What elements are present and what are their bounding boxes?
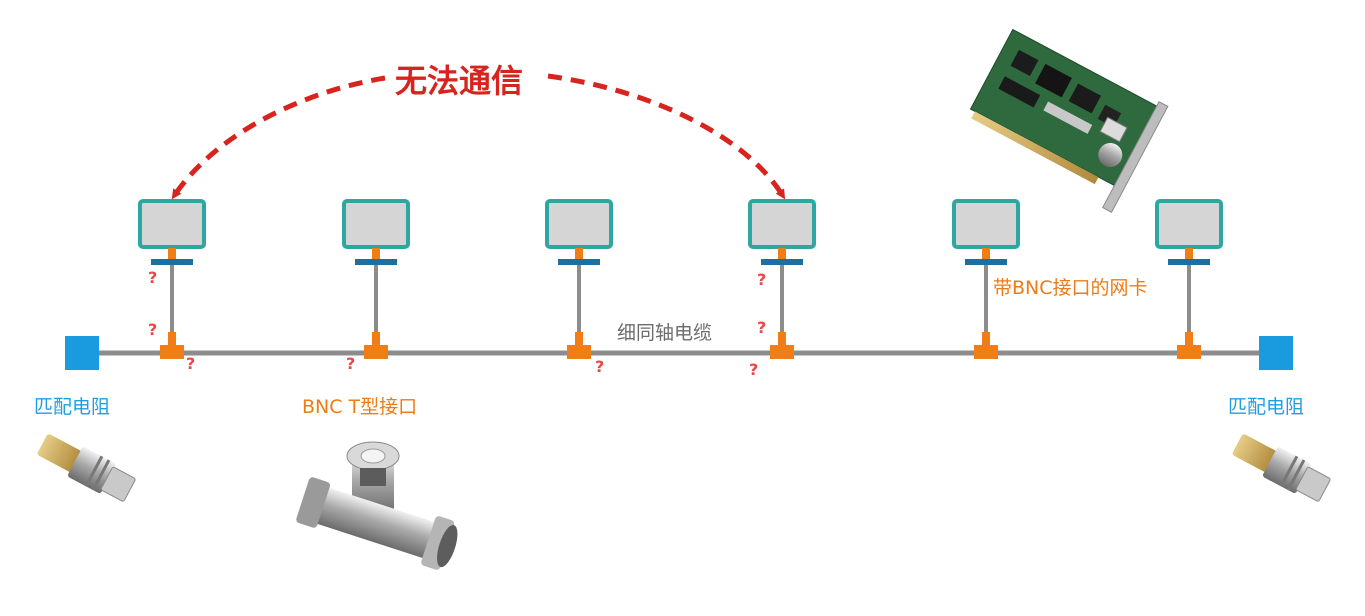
t-connector xyxy=(974,345,998,359)
computer-station xyxy=(952,199,1020,359)
monitor-base xyxy=(558,259,600,265)
nic-port xyxy=(168,248,176,260)
question-mark: ? xyxy=(595,357,605,376)
question-mark: ? xyxy=(757,318,767,337)
t-connector xyxy=(1177,345,1201,359)
t-connector xyxy=(160,345,184,359)
bnc-terminator-photo-left xyxy=(37,434,136,502)
nic-port xyxy=(575,248,583,260)
question-mark: ? xyxy=(148,320,158,339)
t-connector xyxy=(770,345,794,359)
t-connector-stem xyxy=(575,332,583,346)
computer-monitor-icon xyxy=(748,199,816,249)
computer-monitor-icon xyxy=(1155,199,1223,249)
t-connector xyxy=(364,345,388,359)
nic-port xyxy=(778,248,786,260)
bnc-terminator-photo-right xyxy=(1232,434,1331,502)
computer-station xyxy=(1155,199,1223,359)
nic-label: 带BNC接口的网卡 xyxy=(993,277,1148,299)
t-connector-label: BNC T型接口 xyxy=(302,396,418,418)
t-connector-stem xyxy=(372,332,380,346)
question-mark: ? xyxy=(148,268,158,287)
computer-station xyxy=(342,199,410,359)
t-connector-stem xyxy=(1185,332,1193,346)
computer-station xyxy=(545,199,613,359)
computer-monitor-icon xyxy=(545,199,613,249)
terminator-label-left: 匹配电阻 xyxy=(34,396,111,418)
diagram-title: 无法通信 xyxy=(391,56,528,102)
monitor-base xyxy=(355,259,397,265)
question-mark: ? xyxy=(749,360,759,379)
communication-arc-left xyxy=(171,75,386,200)
computer-stations xyxy=(138,199,1223,359)
question-mark: ? xyxy=(346,354,356,373)
nic-port xyxy=(982,248,990,260)
monitor-base xyxy=(965,259,1007,265)
computer-monitor-icon xyxy=(138,199,206,249)
t-connector-stem xyxy=(982,332,990,346)
t-connector-stem xyxy=(168,332,176,346)
terminator-right xyxy=(1259,336,1293,370)
nic-port xyxy=(372,248,380,260)
computer-monitor-icon xyxy=(342,199,410,249)
computer-station xyxy=(748,199,816,359)
terminator-label-right: 匹配电阻 xyxy=(1228,396,1305,418)
t-connector xyxy=(567,345,591,359)
cable-label: 细同轴电缆 xyxy=(617,322,713,344)
network-card-photo xyxy=(969,28,1169,213)
t-connector-stem xyxy=(778,332,786,346)
communication-arc-right xyxy=(547,73,786,200)
question-mark: ? xyxy=(757,270,767,289)
monitor-base xyxy=(151,259,193,265)
bnc-t-connector-photo xyxy=(296,441,458,570)
computer-monitor-icon xyxy=(952,199,1020,249)
monitor-base xyxy=(761,259,803,265)
terminator-left xyxy=(65,336,99,370)
computer-station xyxy=(138,199,206,359)
question-mark: ? xyxy=(186,354,196,373)
monitor-base xyxy=(1168,259,1210,265)
nic-port xyxy=(1185,248,1193,260)
